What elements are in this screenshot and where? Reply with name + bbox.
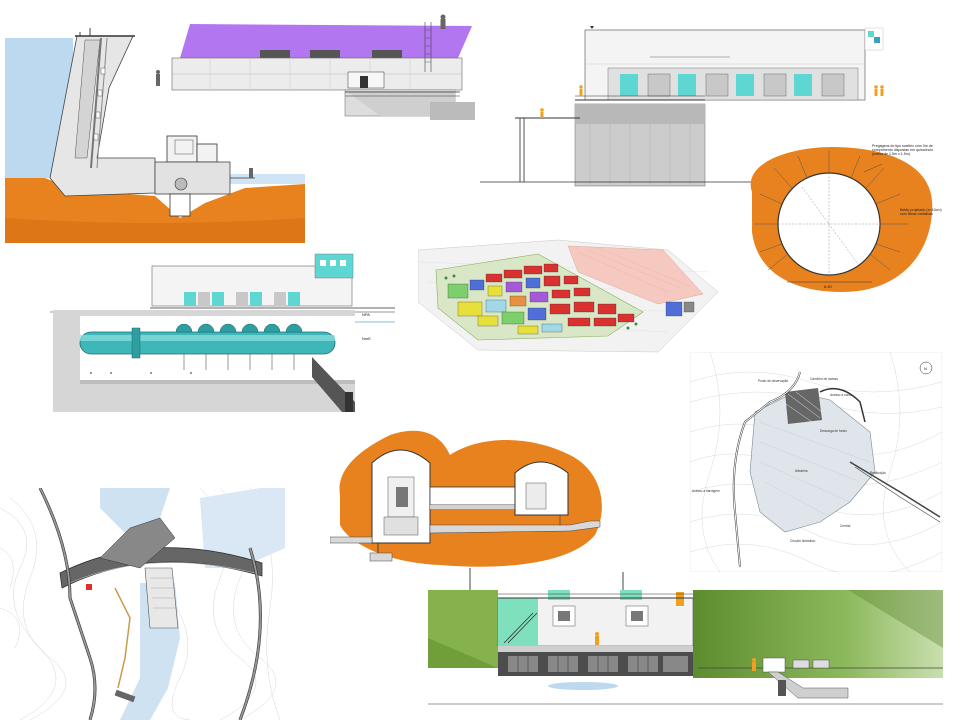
dam-site-contour-plan: N Ponto de observação Acesso à coroa Cam… — [690, 352, 942, 572]
label-bottom-outlet: Descarga de fundo — [820, 429, 847, 433]
label-reservoir: Albufeira — [795, 469, 808, 473]
tunnel-dimension: 6.40 — [824, 284, 833, 289]
bolting-note: Pregagens do tipo swellex com 3m de comp… — [872, 144, 934, 156]
roof — [180, 24, 472, 58]
tunnel-cross-section: 6.40 Pregagens do tipo swellex com 3m de… — [732, 142, 942, 297]
label-crest-access: Acesso à coroa — [830, 393, 852, 397]
label-powerhouse: Central — [840, 524, 851, 528]
label-access-road: Caminho de acesso — [810, 377, 838, 381]
treatment-plant-site-plan — [418, 232, 723, 360]
longitudinal-section: NPA NmE — [50, 252, 410, 417]
arch-dam-plan — [0, 488, 285, 720]
dam-cross-section — [5, 28, 305, 246]
label-outlet: Restituição — [870, 471, 886, 475]
label-hydraulic-circuit: Circuito hidráulico — [790, 539, 816, 543]
reservoir-water — [100, 488, 170, 538]
label-dam-access: Acesso à barragem — [692, 489, 720, 493]
underground-cavern-section — [330, 425, 610, 575]
north-arrow-icon: N — [924, 366, 927, 371]
shotcrete-note: Betão projetado (e=10cm) com fibras metá… — [900, 208, 942, 216]
green-roof-elevation — [408, 568, 948, 718]
right-embankment — [693, 590, 943, 678]
powerhouse — [166, 135, 198, 163]
label-observation: Ponto de observação — [758, 379, 788, 383]
pumping-station-elevation — [480, 22, 910, 190]
level-label-2: NmE — [362, 336, 371, 341]
violet-roof-elevation — [150, 12, 480, 124]
level-label-1: NPA — [362, 312, 370, 317]
